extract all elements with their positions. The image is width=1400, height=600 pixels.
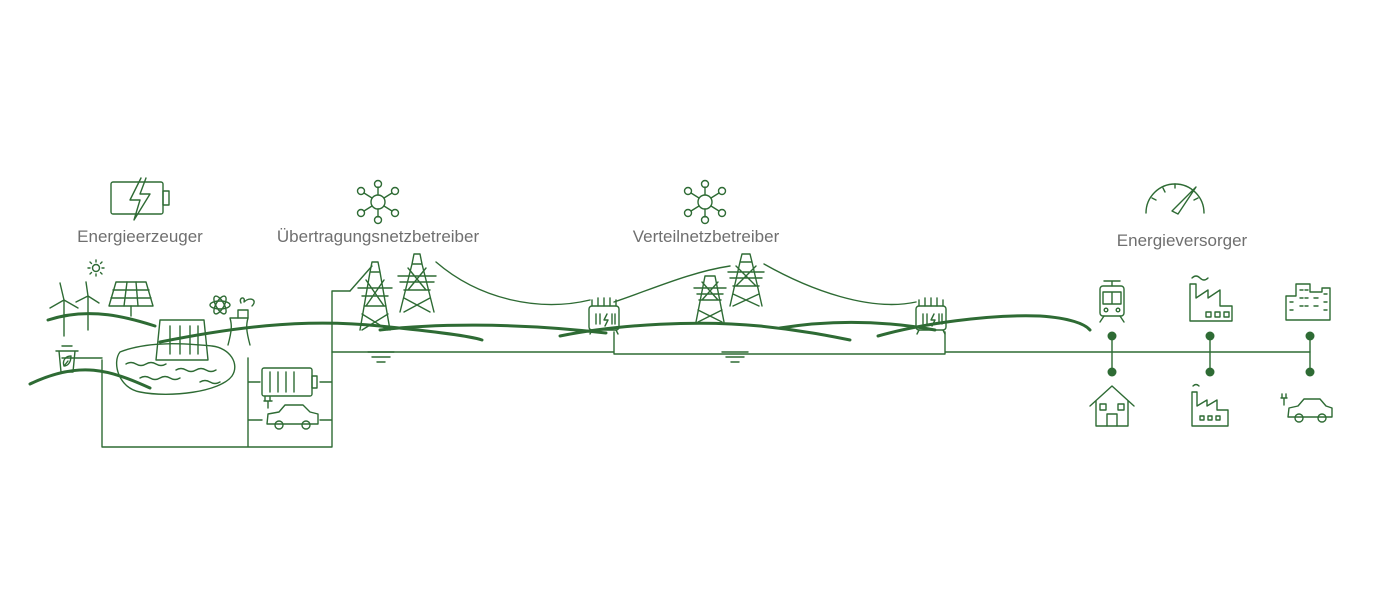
producer-wiring bbox=[61, 290, 351, 448]
factory-icon bbox=[1189, 275, 1233, 322]
tram-icon bbox=[1099, 280, 1125, 323]
house-icon bbox=[1089, 385, 1135, 427]
hill-line bbox=[876, 314, 1092, 338]
power-line bbox=[613, 265, 731, 303]
power-line bbox=[435, 261, 591, 306]
electric-car-icon bbox=[263, 396, 319, 430]
sun-icon bbox=[87, 259, 105, 277]
stage-label-distribution: Verteilnetzbetreiber bbox=[632, 227, 780, 246]
battery-lightning-icon bbox=[110, 177, 170, 221]
grid-line bbox=[331, 331, 1311, 355]
stage-label-producer: Energieerzeuger bbox=[77, 227, 203, 246]
wind-turbine-icon bbox=[49, 281, 100, 337]
network-node-icon bbox=[683, 179, 727, 225]
hill-line bbox=[378, 323, 608, 335]
stage-label-transmission: Übertragungsnetzbetreiber bbox=[276, 227, 480, 246]
hydro-dam-icon bbox=[115, 319, 236, 395]
ground-symbol bbox=[721, 351, 749, 363]
network-node-icon bbox=[356, 179, 400, 225]
transformer-icon bbox=[588, 297, 620, 335]
city-buildings-icon bbox=[1285, 283, 1331, 321]
transmission-tower-icon bbox=[693, 275, 727, 323]
hill-line bbox=[28, 368, 152, 390]
atom-icon bbox=[209, 295, 231, 315]
transmission-tower-icon bbox=[357, 261, 393, 331]
small-factory-icon bbox=[1191, 383, 1229, 427]
hill-line bbox=[46, 312, 157, 328]
nuclear-plant-icon bbox=[227, 297, 255, 346]
power-line bbox=[763, 263, 917, 306]
recycle-bin-icon bbox=[55, 345, 79, 373]
speedometer-icon bbox=[1145, 183, 1205, 215]
storage-battery-icon bbox=[261, 367, 318, 397]
power-line bbox=[349, 265, 373, 292]
stage-label-supplier: Energieversorger bbox=[1116, 231, 1248, 250]
solar-panel-icon bbox=[108, 281, 154, 317]
hill-line bbox=[558, 321, 852, 342]
electric-car-icon bbox=[1280, 393, 1333, 423]
ground-symbol bbox=[367, 351, 395, 363]
transformer-icon bbox=[915, 297, 947, 335]
hill-line bbox=[158, 321, 484, 344]
transmission-tower-icon bbox=[727, 253, 765, 307]
transmission-tower-icon bbox=[397, 253, 437, 313]
consumer-connectors bbox=[1107, 331, 1315, 377]
